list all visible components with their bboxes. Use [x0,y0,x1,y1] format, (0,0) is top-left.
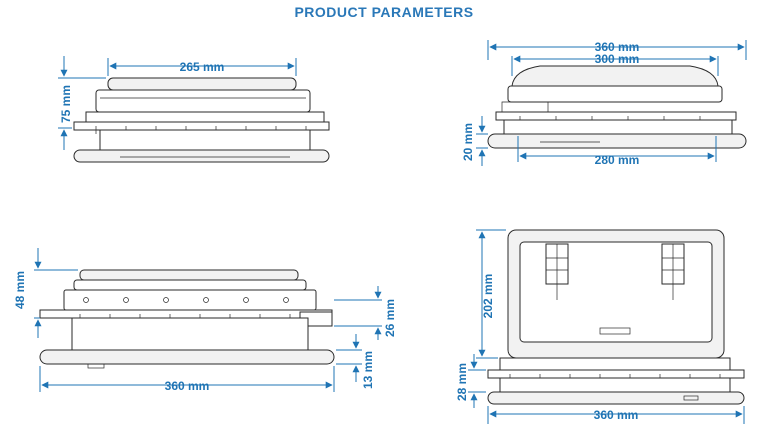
lid-top [107,77,297,91]
inner-frame-bl [39,349,335,365]
dim-75: 75 mm [59,85,73,123]
flange-bl [39,309,333,319]
dim-300: 300 mm [595,52,640,66]
dim-26: 26 mm [383,299,397,337]
hinge-left [545,243,569,300]
frame-r [503,119,733,135]
inner-frame-r [487,133,747,149]
view-top-left: 265 mm 75 mm [58,56,330,163]
inner-frame [73,149,330,163]
flange [73,121,330,131]
bolt-row [83,297,289,303]
dim-48: 48 mm [13,271,27,309]
cover-body [63,289,317,311]
lid-body [95,89,311,113]
view-top-right: 360 mm 300 mm 280 mm 20 mm [461,40,747,167]
dim-360-bl: 360 mm [165,379,210,393]
frame-br [499,377,731,393]
dim-360-br: 360 mm [594,408,639,422]
dim-202: 202 mm [481,274,495,319]
dim-280: 280 mm [595,153,640,167]
flange-br [487,369,745,379]
frame-lower [99,129,311,153]
dim-265: 265 mm [180,60,225,74]
lid-rim [507,85,723,103]
frame-bl [71,317,309,351]
hinge-right [661,243,685,300]
frame-upper [85,111,325,123]
frame-top-br [499,357,731,371]
page-title: PRODUCT PARAMETERS [294,4,474,20]
dim-360-top: 360 mm [595,40,640,54]
view-bottom-left: 48 mm 26 mm 13 mm 360 mm [13,248,397,393]
dome-lid [511,65,719,87]
dim-20: 20 mm [461,123,475,161]
view-bottom-right: 202 mm 28 mm 360 mm [455,229,745,424]
dim-28: 28 mm [455,363,469,401]
inner-frame-br [487,391,745,405]
dim-13: 13 mm [361,351,375,389]
